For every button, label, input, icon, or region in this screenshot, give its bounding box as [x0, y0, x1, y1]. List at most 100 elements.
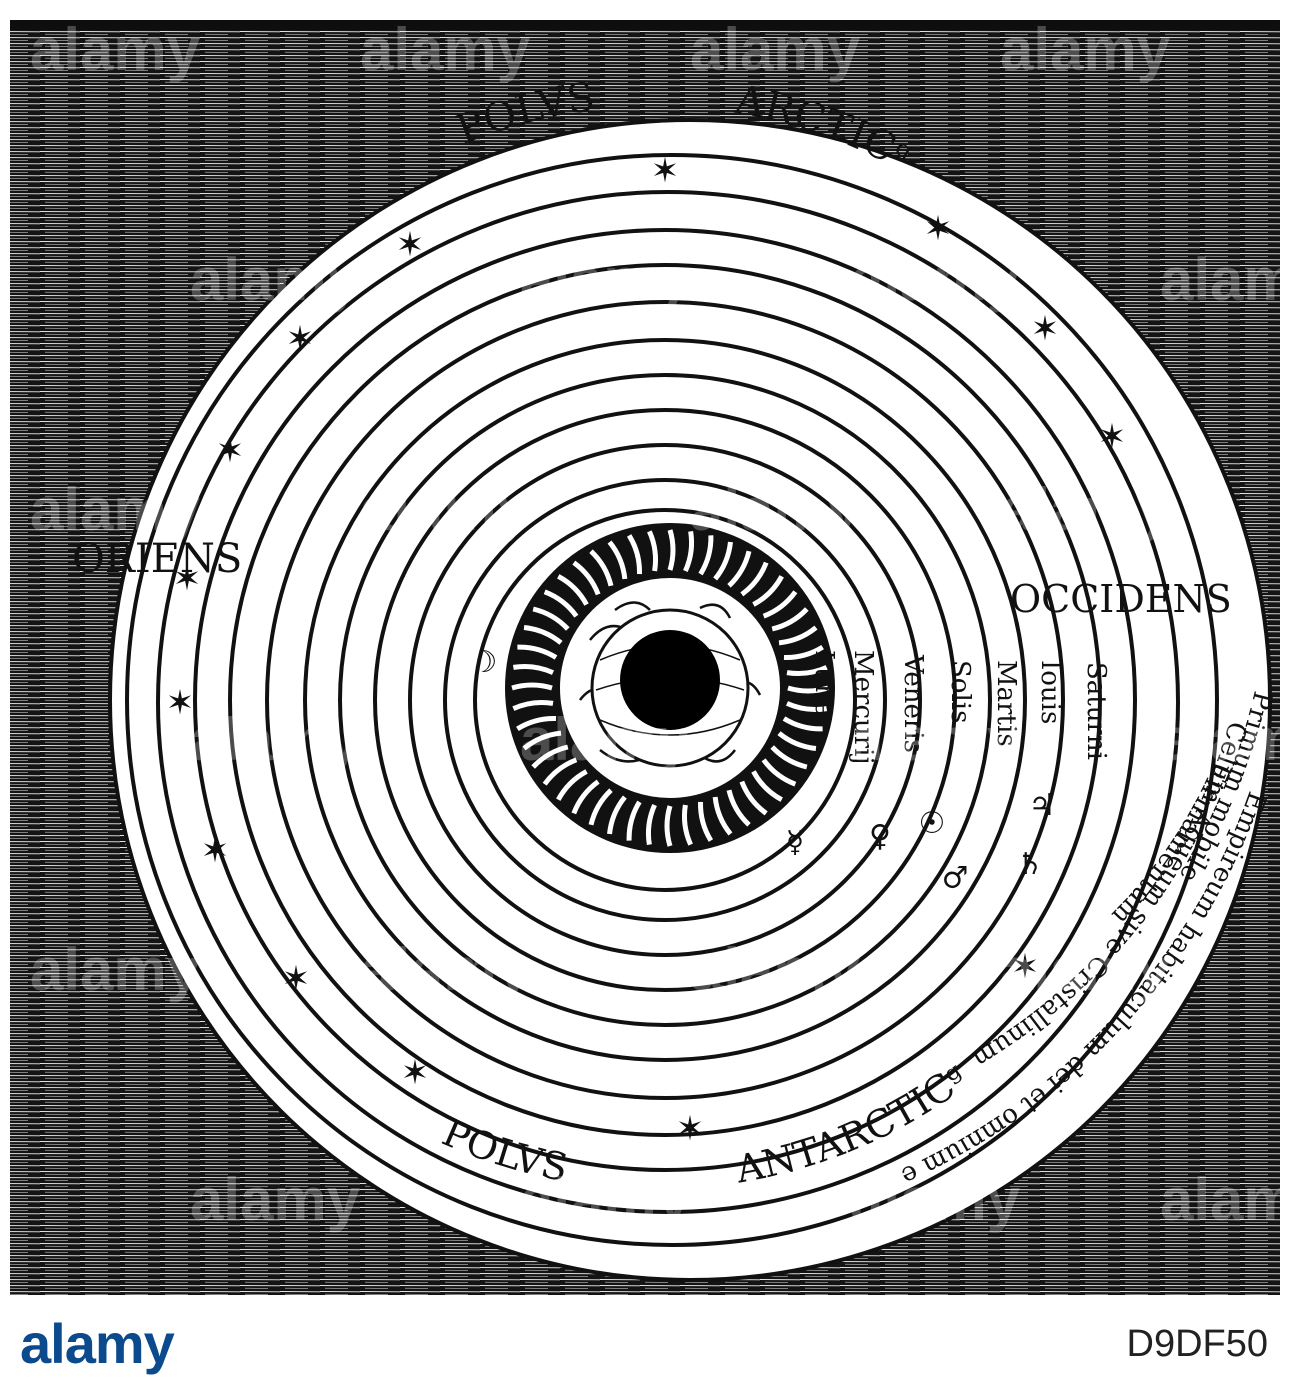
label-martis: Martis	[991, 660, 1021, 747]
label-veneris: Veneris	[898, 654, 928, 753]
mars-symbol: ♂	[942, 861, 969, 896]
flame	[681, 804, 693, 846]
watermark-text: alamy	[360, 476, 531, 543]
flame	[542, 757, 578, 786]
flame	[727, 550, 752, 588]
star-icon: ✶	[651, 151, 680, 191]
star-icon: ✶	[396, 225, 425, 265]
star-icon: ✶	[201, 831, 230, 871]
star-icon: ✶	[401, 1053, 430, 1093]
star-icon: ✶	[166, 683, 195, 723]
watermark-text: alamy	[30, 16, 201, 83]
watermark-text: alamy	[1160, 706, 1294, 773]
flame	[543, 589, 579, 618]
flame	[782, 716, 823, 732]
watermark-text: alamy	[690, 16, 861, 83]
flame	[531, 744, 569, 769]
venus-symbol: ♀	[869, 819, 891, 854]
watermark-text: alamy	[190, 706, 361, 773]
label-occidens: OCCIDENS	[1010, 577, 1232, 621]
flame	[556, 769, 588, 801]
flame	[698, 535, 714, 576]
flame	[626, 534, 642, 575]
stock-logo: alamy	[20, 1312, 175, 1375]
flame	[778, 625, 818, 646]
watermark-text: alamy	[30, 936, 201, 1003]
flame	[588, 788, 613, 826]
star-icon: ✶	[1031, 309, 1060, 349]
flame	[607, 795, 627, 835]
flame	[713, 541, 733, 581]
watermark-text: alamy	[190, 246, 361, 313]
watermark-text: alamy	[30, 476, 201, 543]
watermark-text: alamy	[1000, 476, 1171, 543]
star-icon: ✶	[1098, 417, 1127, 457]
sun-symbol: ☉	[919, 806, 946, 841]
watermark-text: alamy	[520, 1166, 691, 1233]
watermark-text: alamy	[850, 1166, 1021, 1233]
watermark-text: alamy	[1000, 936, 1171, 1003]
watermark-text: alamy	[690, 476, 861, 543]
star-icon: ✶	[286, 319, 315, 359]
flame	[783, 644, 824, 660]
flame	[523, 625, 563, 645]
flame	[751, 770, 783, 802]
flame	[787, 685, 829, 694]
flame	[557, 574, 589, 606]
flame	[726, 789, 751, 827]
flame	[571, 779, 600, 815]
label-lune: Lune	[809, 650, 839, 716]
label-mercurii: Mercurij	[848, 650, 878, 765]
watermark-text: alamy	[190, 1166, 361, 1233]
jupiter-symbol: ♃	[1029, 788, 1056, 823]
watermark-text: alamy	[850, 706, 1021, 773]
fire-flames	[511, 529, 829, 847]
planet-symbols: ☽ ☿ ♀ ☉ ♂ ♃ ♄	[471, 645, 1056, 896]
flame	[762, 590, 798, 619]
label-oriens: ORIENS	[72, 536, 242, 582]
flame	[512, 663, 555, 675]
saturn-symbol: ♄	[1017, 847, 1044, 882]
watermark-text: alamy	[360, 16, 531, 83]
watermark-text: alamy	[1000, 16, 1171, 83]
watermark-pattern: alamy alamy alamy alamy alamy alamy alamy alamy…	[30, 16, 1294, 1233]
flame	[712, 796, 733, 836]
flame	[626, 800, 642, 841]
flame	[698, 801, 714, 842]
cosmos-diagram: ✶✶✶✶✶✶✶✶✶✶✶✶✶✶ ☽ ☿ ♀ ☉ ♂ ♃ ♄ POLVS ARCTI…	[0, 0, 1294, 1295]
watermark-text: alamy	[1160, 1166, 1294, 1233]
celestial-rings	[125, 153, 1219, 1247]
flame	[645, 803, 657, 846]
star-icon: ✶	[173, 559, 202, 599]
flame	[770, 745, 808, 770]
flame	[607, 540, 628, 580]
flame	[761, 758, 797, 787]
label-saturni: Saturni	[1081, 662, 1111, 760]
label-iovis: Iouis	[1035, 660, 1065, 724]
flame	[739, 780, 768, 816]
label-solis: Solis	[945, 660, 975, 723]
flame	[647, 530, 659, 572]
flame	[511, 682, 553, 691]
outer-page-bar	[10, 20, 1280, 30]
star-icon: ✶	[282, 959, 311, 999]
earth-center	[620, 630, 720, 730]
watermark-text: alamy	[1160, 246, 1294, 313]
watermark-text: alamy	[360, 936, 531, 1003]
watermark-text: alamy	[520, 706, 691, 773]
flame	[512, 699, 554, 711]
image-id: D9DF50	[1126, 1323, 1269, 1365]
flame	[786, 665, 828, 677]
flame	[532, 606, 570, 631]
flame	[572, 560, 601, 596]
flame	[516, 716, 557, 732]
mercury-symbol: ☿	[786, 825, 804, 860]
flame	[771, 607, 809, 632]
flame	[777, 731, 817, 751]
star-icon: ✶	[676, 1109, 705, 1149]
star-icon: ✶	[216, 431, 245, 471]
watermark-text: alamy	[690, 936, 861, 1003]
flame	[785, 701, 828, 713]
star-icon: ✶	[924, 209, 953, 249]
